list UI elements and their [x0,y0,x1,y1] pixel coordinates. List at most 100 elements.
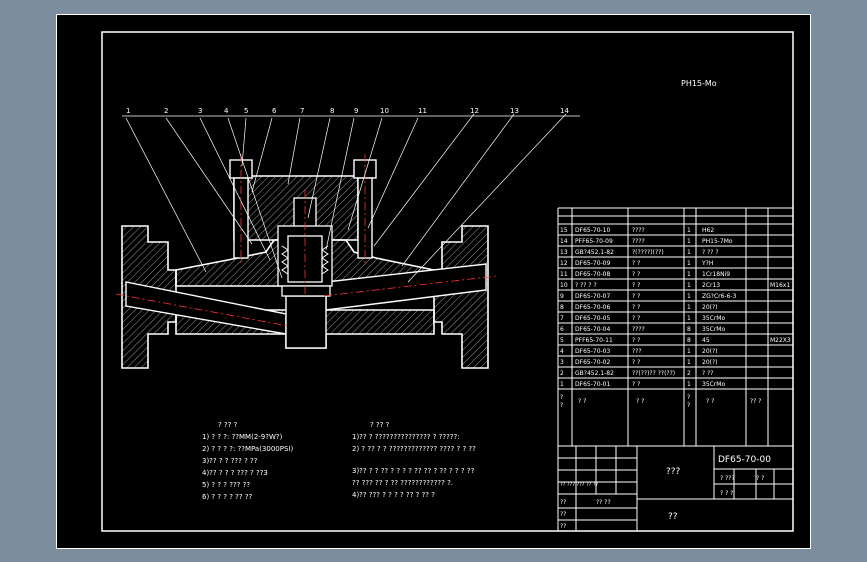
bom-no: 12 [560,260,568,267]
notes-left: ? ?? ? 1) ? ? ?: ??MM(2-9?W?) 2) ? ? ? ?… [202,421,293,501]
bom-qty: 1 [687,260,691,267]
material-note: PH15-Mo [681,79,717,88]
bom-material: ? ?? [702,370,713,377]
bom-code: DF65-70-03 [575,348,610,355]
flow-channel [125,263,487,349]
bom-material: 45 [702,337,710,344]
scale-label: ? ? [756,475,764,482]
spring [281,245,329,275]
leader-lines [122,113,580,283]
bom-material: 20(?) [702,304,718,311]
notes-left-title: ? ?? ? [218,421,238,429]
balloon-2: 2 [164,107,168,115]
bom-material: ZG?Cr6-6-3 [702,293,737,300]
bom-code: DF65-70-04 [575,326,610,333]
title-block [557,445,794,532]
notes-left-line: 3)?? ? ? ??? ? ?? [202,457,258,465]
bom-name: ? ? [632,260,640,267]
bom-name: ? ? [632,337,640,344]
bom-qty: 1 [687,227,691,234]
bom-no: 2 [560,370,564,377]
bom-name: ? ? [632,381,640,388]
title-cell: ?? [560,511,566,518]
bom-header-qty: ? [687,394,690,401]
notes-right-line: 1)?? ? ??????????????? ? ?????: [352,433,460,441]
bom-qty: 1 [687,348,691,355]
bom-code: DF65-70-06 [575,304,610,311]
bom-qty: 1 [687,282,691,289]
balloon-9: 9 [354,107,358,115]
title-cell: ?? [560,523,566,530]
notes-right: ? ?? ? 1)?? ? ??????????????? ? ?????: 2… [352,421,476,499]
bom-qty: 8 [687,326,691,333]
bom-code: ? ?? ? ? [575,282,597,289]
bom-qty: 1 [687,315,691,322]
bom-code: DF65-70-09 [575,260,610,267]
bom-material: 1Cr18Ni9 [702,271,730,278]
balloon-3: 3 [198,107,202,115]
bom-name: ? ? [632,304,640,311]
centre-lines [115,154,497,327]
bom-code: GB?452.1-82 [575,249,614,256]
cad-drawing: 1 2 3 4 5 6 7 8 9 10 11 12 13 14 PH15-Mo… [56,14,811,549]
bom-material: 35CrMo [702,315,725,322]
bom-no: 5 [560,337,564,344]
bom-code: DF65-70-01 [575,381,610,388]
bom-name: ???? [632,326,645,333]
drawing-name: ??? [666,467,681,477]
bom-header-note: ?? ? [750,398,761,405]
balloon-14: 14 [560,107,569,115]
bom-no: 6 [560,326,564,333]
bom-material: ? ?? ? [702,249,719,256]
balloon-1: 1 [126,107,130,115]
bom-no: 3 [560,359,564,366]
bom-no: 14 [560,238,568,245]
balloon-8: 8 [330,107,334,115]
bom-qty: 1 [687,381,691,388]
company-name: ?? [668,512,678,522]
cad-viewport[interactable]: 1 2 3 4 5 6 7 8 9 10 11 12 13 14 PH15-Mo… [56,14,811,549]
bom-qty: 1 [687,271,691,278]
bom-qty: 1 [687,293,691,300]
bom-code: DF65-70-02 [575,359,610,366]
bom-qty: 2 [687,370,691,377]
balloon-12: 12 [470,107,479,115]
balloon-11: 11 [418,107,427,115]
title-cell: ?? ??? ??? ?? ?? [560,482,599,488]
right-flange [433,225,489,369]
scale-label: ? ??? [720,475,735,482]
balloon-5: 5 [244,107,248,115]
bom-no: 10 [560,282,568,289]
bom-name: ???? [632,238,645,245]
bom-no: 8 [560,304,564,311]
notes-left-line: 1) ? ? ?: ??MM(2-9?W?) [202,433,283,441]
bom-code: PFF65-70-09 [575,238,613,245]
notes-left-line: 2) ? ? ? ?: ??MPa(3000PSI) [202,445,293,453]
bom-note: M22X3 [770,337,791,344]
bom-header-qty: ? [687,402,690,409]
bom-no: 1 [560,381,564,388]
bom-material: Y?H [701,260,713,267]
bom-material: 20(?) [702,359,718,366]
bom-qty: 1 [687,359,691,366]
bom-name: ?(????)(??) [632,249,664,256]
bom-material: 20(?) [702,348,718,355]
bom-qty: 1 [687,249,691,256]
drawing-number: DF65-70-00 [718,455,771,465]
bom-qty: 1 [687,238,691,245]
bom-header-code: ? ? [578,398,586,405]
bom-no: 9 [560,293,564,300]
title-cell: ?? [560,499,566,506]
bom-header-name: ? ? [636,398,644,405]
bom-name: ? ? [632,282,640,289]
bom-no: 7 [560,315,564,322]
notes-right-title: ? ?? ? [370,421,390,429]
bom-no: 15 [560,227,568,234]
bom-name: ? ? [632,271,640,278]
balloon-6: 6 [272,107,277,115]
notes-left-line: 6) ? ? ? ? ?? ?? [202,493,253,501]
notes-left-line: 4)?? ? ? ? ??? ? ??3 [202,469,268,477]
balloon-13: 13 [510,107,519,115]
notes-right-line: 3)?? ? ? ?? ? ? ? ? ?? ?? ? ?? ? ? ? ?? [352,467,475,475]
